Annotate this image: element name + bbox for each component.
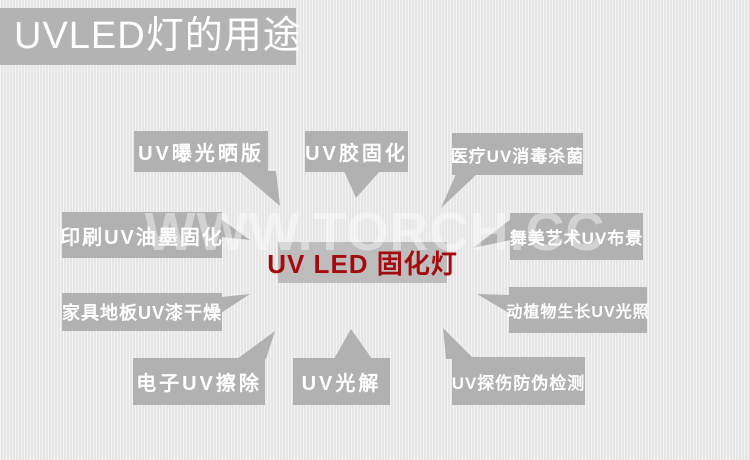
node-electronics-uv-erasing: 电子UV擦除 <box>133 358 265 405</box>
node-uv-glue-curing: UV胶固化 <box>305 131 408 172</box>
connector-furniture-floor-uv-paint-dry <box>221 294 250 313</box>
node-uv-exposure-plate: UV曝光晒版 <box>134 131 268 172</box>
node-uv-photolysis: UV光解 <box>293 358 390 405</box>
node-medical-uv-disinfection: 医疗UV消毒杀菌 <box>451 133 583 175</box>
connector-electronics-uv-erasing <box>237 331 275 359</box>
node-plant-animal-growth-uv-light: 动植物生长UV光照 <box>506 287 649 333</box>
node-uv-flaw-anticounterfeit: UV探伤防伪检测 <box>452 357 585 405</box>
connector-plant-animal-growth-uv-light <box>477 294 509 313</box>
center-node-uvled-curing-lamp: UV LED 固化灯 <box>267 242 457 283</box>
connector-medical-uv-disinfection <box>441 174 477 208</box>
connector-printing-uv-ink-curing <box>221 219 250 240</box>
page-title: UVLED灯的用途 <box>0 8 301 65</box>
node-furniture-floor-uv-paint-dry: 家具地板UV漆干燥 <box>62 293 222 331</box>
connector-uv-flaw-anticounterfeit <box>443 328 474 359</box>
node-stage-art-uv-scenery: 舞美艺术UV布景 <box>510 213 643 260</box>
connector-uv-exposure-plate <box>239 171 280 206</box>
connector-uv-glue-curing <box>344 171 380 198</box>
connector-uv-photolysis <box>334 329 372 359</box>
node-printing-uv-ink-curing: 印刷UV油墨固化 <box>60 212 222 258</box>
connector-stage-art-uv-scenery <box>473 219 511 248</box>
